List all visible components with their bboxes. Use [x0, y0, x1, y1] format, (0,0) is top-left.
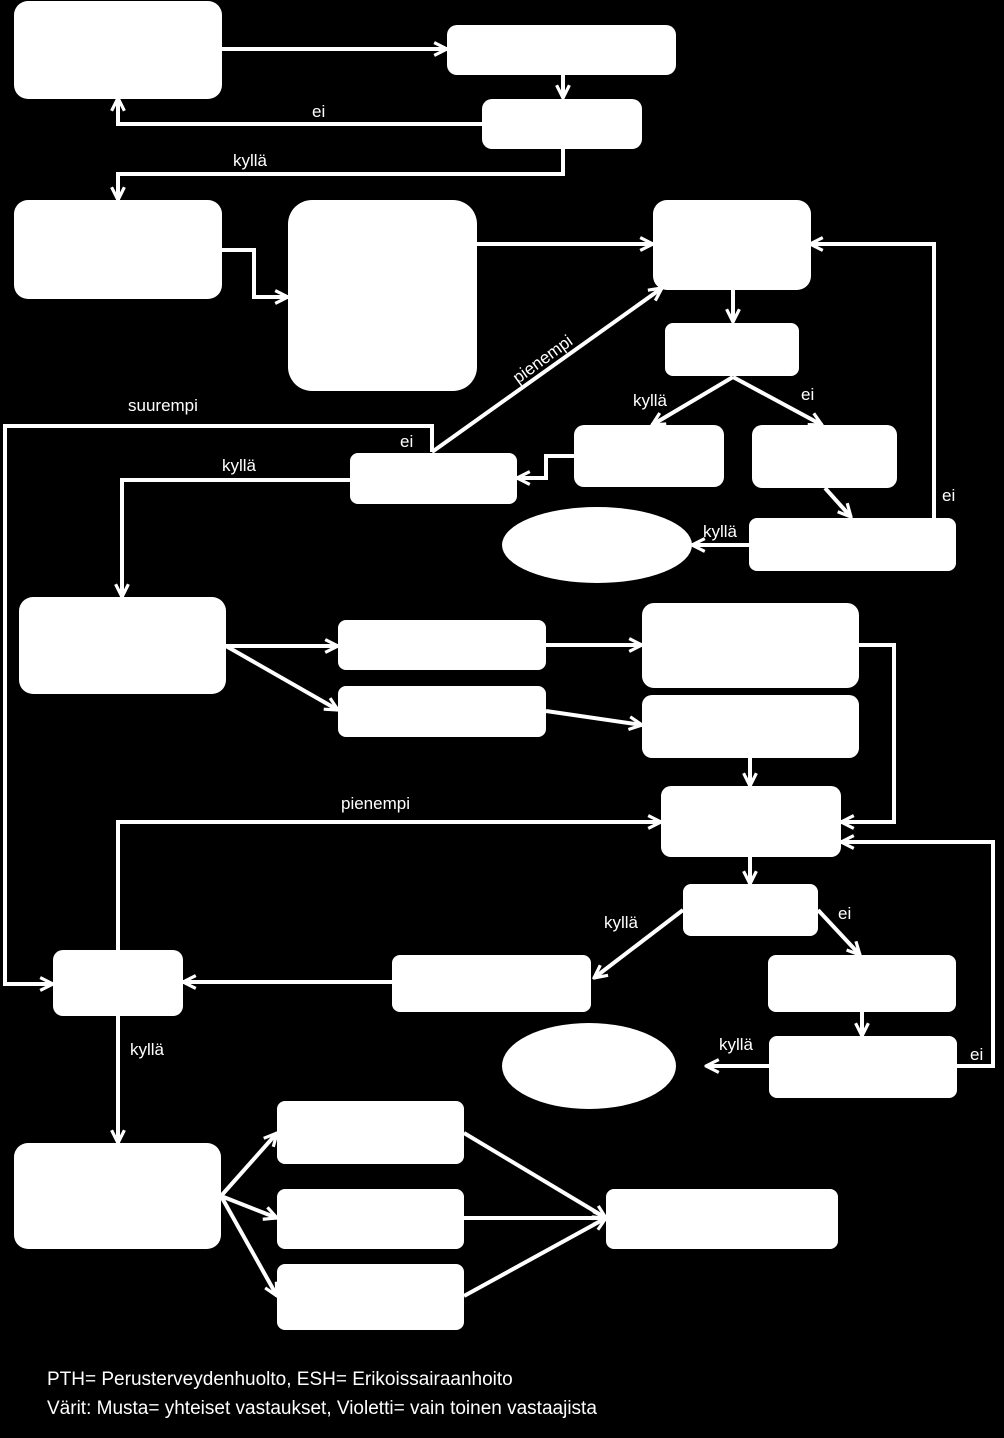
- decision-box: [482, 99, 642, 149]
- edge-label-yes: kyllä: [604, 913, 639, 932]
- connector-no: [810, 244, 936, 518]
- edge-label-smaller: pienempi: [509, 331, 576, 387]
- connector-yes: [122, 478, 350, 597]
- decision-box: [53, 950, 183, 1016]
- edge-label-no: ei: [312, 102, 325, 121]
- process-box: [574, 425, 724, 487]
- connector: [517, 454, 574, 478]
- connector: [225, 644, 338, 710]
- process-box: [338, 620, 546, 670]
- process-box-large: [288, 200, 477, 391]
- edge-label-yes: kyllä: [130, 1040, 165, 1059]
- edge-label-smaller: pienempi: [341, 794, 410, 813]
- connector: [841, 643, 896, 822]
- edge-label-no: ei: [970, 1045, 983, 1064]
- connector: [463, 1216, 606, 1298]
- process-box: [661, 786, 841, 857]
- connector: [462, 1131, 606, 1218]
- edge-label-no: ei: [838, 904, 851, 923]
- process-box: [392, 955, 591, 1012]
- process-box: [768, 955, 956, 1012]
- process-box: [14, 1143, 221, 1249]
- connector: [219, 1195, 277, 1296]
- process-box: [19, 597, 226, 694]
- process-box: [338, 686, 546, 737]
- process-box: [752, 425, 897, 488]
- edge-label-larger: suurempi: [128, 396, 198, 415]
- connector-larger: [3, 424, 434, 984]
- connector-yes: [594, 908, 685, 978]
- edge-label-no: ei: [942, 486, 955, 505]
- connector-smaller: [430, 288, 662, 454]
- legend-line-abbreviations: PTH= Perusterveydenhuolto, ESH= Erikoiss…: [47, 1369, 513, 1390]
- connector-no: [816, 908, 860, 955]
- decision-box: [350, 453, 517, 504]
- decision-box: [665, 323, 799, 376]
- connector-yes: [118, 149, 565, 200]
- process-box: [14, 1, 222, 99]
- process-box: [447, 25, 676, 75]
- legend-line-colors: Värit: Musta= yhteiset vastaukset, Viole…: [47, 1398, 597, 1419]
- connector: [219, 1133, 277, 1198]
- edge-label-no: ei: [801, 385, 814, 404]
- edge-label-yes: kyllä: [703, 522, 738, 541]
- connector: [823, 486, 851, 517]
- connector: [222, 248, 288, 297]
- decision-box: [749, 518, 956, 571]
- connector: [220, 1194, 277, 1218]
- connectors: [3, 49, 995, 1298]
- nodes: [14, 1, 957, 1330]
- connector-labels: ei kyllä pienempi suurempi kyllä ei ei k…: [128, 102, 983, 1064]
- process-box: [642, 695, 859, 758]
- edge-label-yes: kyllä: [719, 1035, 754, 1054]
- connector-smaller: [116, 822, 661, 950]
- terminal-ellipse: [502, 1023, 676, 1109]
- edge-label-yes: kyllä: [233, 151, 268, 170]
- process-box: [606, 1189, 838, 1249]
- process-box: [14, 200, 222, 299]
- edge-label-no: ei: [400, 432, 413, 451]
- connector-yes: [652, 375, 735, 425]
- connector-no: [841, 842, 995, 1068]
- process-box: [277, 1189, 464, 1249]
- process-box: [653, 200, 811, 290]
- decision-box: [683, 884, 818, 936]
- process-box: [277, 1264, 464, 1330]
- terminal-ellipse: [502, 507, 692, 583]
- edge-label-yes: kyllä: [222, 456, 257, 475]
- edge-label-yes: kyllä: [633, 391, 668, 410]
- process-box: [642, 603, 859, 688]
- connector-no: [118, 98, 482, 126]
- process-box: [277, 1101, 464, 1164]
- decision-box: [769, 1036, 957, 1098]
- connector-no: [732, 375, 822, 427]
- connector: [545, 709, 642, 725]
